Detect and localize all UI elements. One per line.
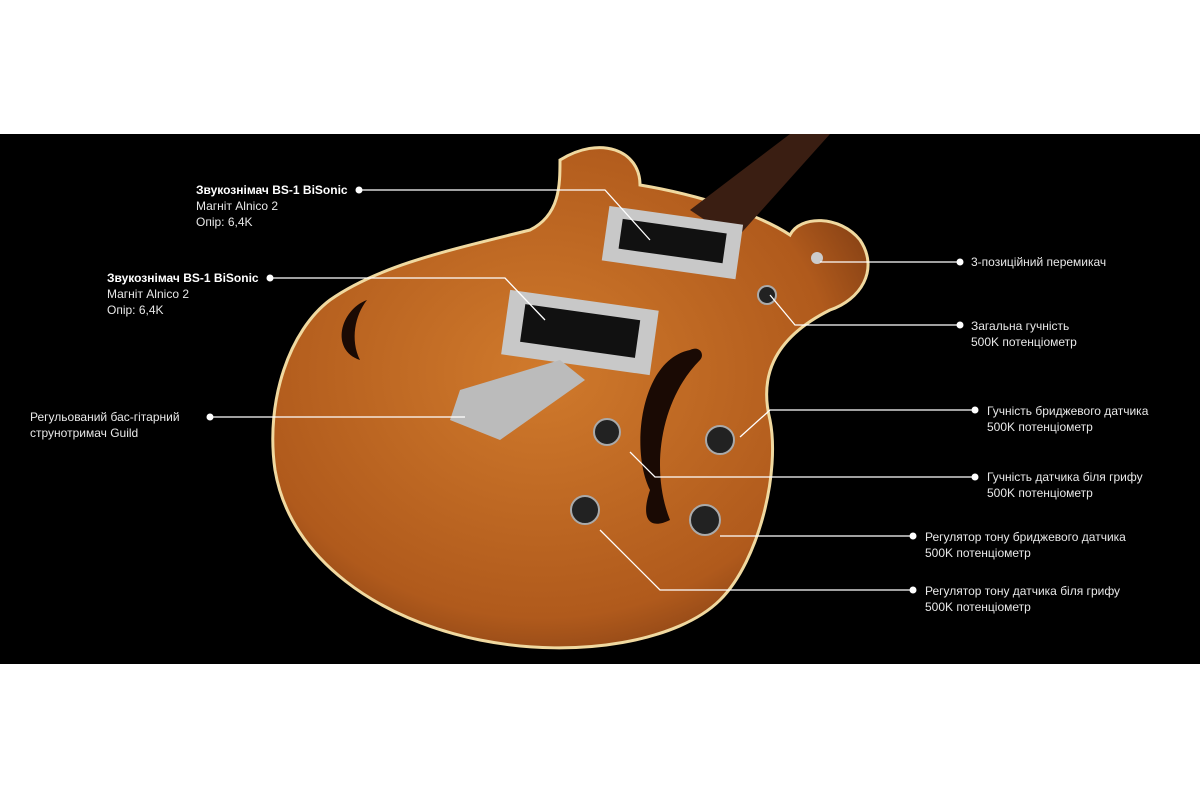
callout-line: Опір: 6,4K bbox=[107, 303, 164, 317]
guitar-body bbox=[271, 146, 870, 650]
callout-line: Гучність датчика біля грифу bbox=[987, 470, 1143, 484]
callout-dots bbox=[206, 186, 979, 594]
callout-neck-tone: Регулятор тону датчика біля грифу 500K п… bbox=[925, 583, 1120, 615]
callout-line: Регульований бас-гітарний bbox=[30, 410, 180, 424]
callout-line: Магніт Alnico 2 bbox=[107, 287, 189, 301]
callout-tailpiece: Регульований бас-гітарний струнотримач G… bbox=[30, 409, 180, 441]
callout-bridge-tone: Регулятор тону бриджевого датчика 500K п… bbox=[925, 529, 1126, 561]
callout-bridge-volume: Гучність бриджевого датчика 500K потенці… bbox=[987, 403, 1148, 435]
callout-line: 500K потенціометр bbox=[987, 420, 1093, 434]
callout-switch: 3-позиційний перемикач bbox=[971, 254, 1106, 270]
callout-line: Гучність бриджевого датчика bbox=[987, 404, 1149, 418]
tailpiece bbox=[450, 360, 585, 440]
callout-line: струнотримач Guild bbox=[30, 426, 139, 440]
callout-master-volume: Загальна гучність 500K потенціометр bbox=[971, 318, 1077, 350]
callout-line: Регулятор тону бриджевого датчика bbox=[925, 530, 1126, 544]
callout-neck-volume: Гучність датчика біля грифу 500K потенці… bbox=[987, 469, 1143, 501]
callout-line: 500K потенціометр bbox=[971, 335, 1077, 349]
callout-title: Звукознімач BS-1 BiSonic bbox=[107, 271, 259, 285]
callout-line: 3-позиційний перемикач bbox=[971, 255, 1107, 269]
callout-line: Опір: 6,4K bbox=[196, 215, 253, 229]
f-hole-left bbox=[341, 300, 367, 360]
callout-bridge-pickup: Звукознімач BS-1 BiSonic Магніт Alnico 2… bbox=[107, 270, 259, 318]
callout-line: Загальна гучність bbox=[971, 319, 1070, 333]
callout-lines bbox=[210, 189, 975, 591]
callout-line: Регулятор тону датчика біля грифу bbox=[925, 584, 1121, 598]
callout-line: Магніт Alnico 2 bbox=[196, 199, 278, 213]
neck bbox=[690, 134, 830, 240]
callout-line: 500K потенціометр bbox=[925, 600, 1031, 614]
callout-title: Звукознімач BS-1 BiSonic bbox=[196, 183, 348, 197]
callout-line: 500K потенціометр bbox=[987, 486, 1093, 500]
callout-neck-pickup: Звукознімач BS-1 BiSonic Магніт Alnico 2… bbox=[196, 182, 348, 230]
f-hole-right bbox=[640, 348, 702, 524]
callout-line: 500K потенціометр bbox=[925, 546, 1031, 560]
